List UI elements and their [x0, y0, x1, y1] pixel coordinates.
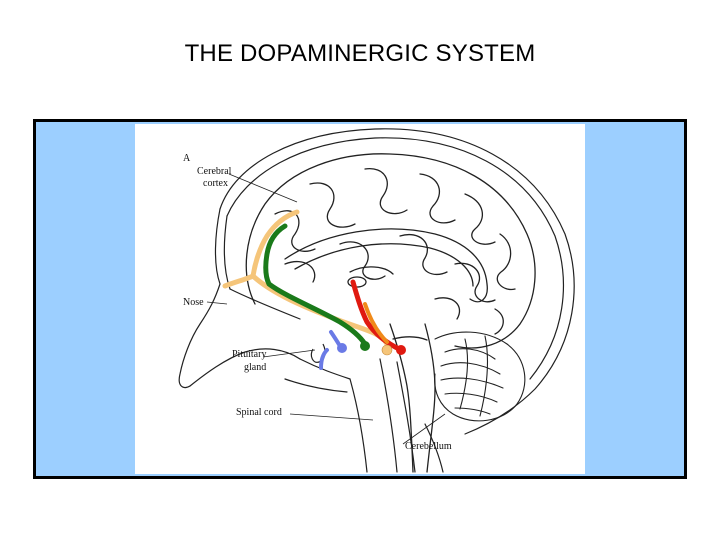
cerebral-cortex-outline: [245, 153, 536, 349]
green-nucleus: [360, 341, 370, 351]
head-outline: [178, 128, 575, 473]
mesocortical-pathway: [222, 209, 300, 289]
figure-frame: A Cerebral cortex Nose Pituitary gland S…: [33, 119, 687, 479]
pituitary-gland-label-line1: Pituitary: [232, 349, 266, 360]
slide-title: THE DOPAMINERGIC SYSTEM: [184, 40, 536, 67]
cerebral-cortex-label-line2: cortex: [203, 178, 228, 189]
red-nucleus: [396, 345, 406, 355]
blue-nucleus: [337, 343, 347, 353]
cerebral-cortex-label-line1: Cerebral: [197, 166, 232, 177]
label-leader-lines: [206, 173, 446, 445]
cerebellum-label: Cerebellum: [405, 441, 452, 452]
light-orange-nucleus: [381, 344, 393, 356]
nose-label: Nose: [183, 297, 204, 308]
cerebellum-shape: [434, 331, 526, 422]
blue-pathway: [319, 348, 329, 370]
brain-sagittal-diagram: A Cerebral cortex Nose Pituitary gland S…: [178, 128, 575, 473]
tuberoinfundibular-pathway: [363, 302, 389, 344]
nigrostriatal-pathway: [263, 223, 368, 347]
corpus-callosum: [284, 228, 488, 303]
panel-letter: A: [183, 153, 191, 164]
pituitary-gland-label-line2: gland: [244, 362, 266, 373]
brain-diagram-panel: A Cerebral cortex Nose Pituitary gland S…: [135, 124, 585, 474]
dopamine-pathways: [222, 209, 406, 370]
spinal-cord-label: Spinal cord: [236, 407, 282, 418]
